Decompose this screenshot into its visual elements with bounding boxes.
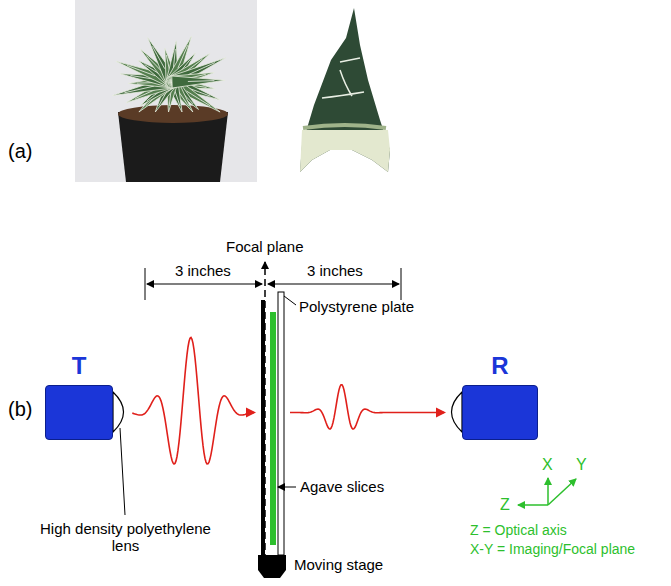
black-plate (261, 300, 265, 555)
arrowhead (436, 408, 446, 418)
leaf-stripe (175, 91, 180, 106)
transducer-label: R (491, 352, 508, 380)
part-label: Polystyrene plate (299, 298, 414, 315)
panel-label: (a) (8, 140, 32, 163)
agave-leaf (300, 8, 390, 172)
dimension-label: 3 inches (175, 262, 231, 279)
plane-label: Focal plane (226, 238, 304, 255)
transducer-label: T (72, 352, 87, 380)
arrowhead (246, 408, 256, 418)
axis-arrow (547, 478, 549, 505)
axis-note: X-Y = Imaging/Focal plane (470, 541, 635, 557)
photo-background (75, 0, 257, 182)
leader-arrow (278, 487, 296, 488)
agave-slices (270, 312, 276, 545)
part-label: Agave slices (300, 478, 384, 495)
dimension-tick (401, 268, 402, 300)
part-label: Moving stage (294, 556, 383, 573)
axis-label: Z (500, 496, 510, 514)
wave-path (133, 338, 254, 465)
transducer-box: T (45, 385, 113, 440)
lens (452, 392, 463, 432)
agave-plant (112, 36, 228, 182)
agave-leaf (172, 76, 225, 88)
dimension-tick (145, 268, 146, 300)
leaf-stripe (188, 80, 214, 82)
leaf-stripe (152, 46, 164, 68)
wave-path (290, 385, 444, 429)
axis-note: Z = Optical axis (470, 522, 567, 538)
polystyrene-plate (278, 292, 284, 555)
transducer-box: R (462, 385, 538, 440)
axis-arrow (548, 479, 576, 505)
panel-label: (b) (8, 398, 32, 421)
leaf-stripe (124, 86, 154, 93)
part-label: High density polyethylene lens (38, 520, 213, 555)
dimension-arrow (268, 283, 399, 284)
leader-line (284, 296, 296, 305)
axis-arrow (518, 504, 548, 506)
leader-line (120, 428, 125, 515)
dimension-label: 3 inches (307, 262, 363, 279)
wave-connector (133, 338, 446, 465)
agave-leaf (169, 58, 226, 87)
moving-stage (258, 555, 286, 578)
lens (113, 392, 124, 432)
dimension-arrow (147, 283, 262, 284)
axis-label: X (542, 456, 553, 474)
axis-label: Y (576, 456, 587, 474)
